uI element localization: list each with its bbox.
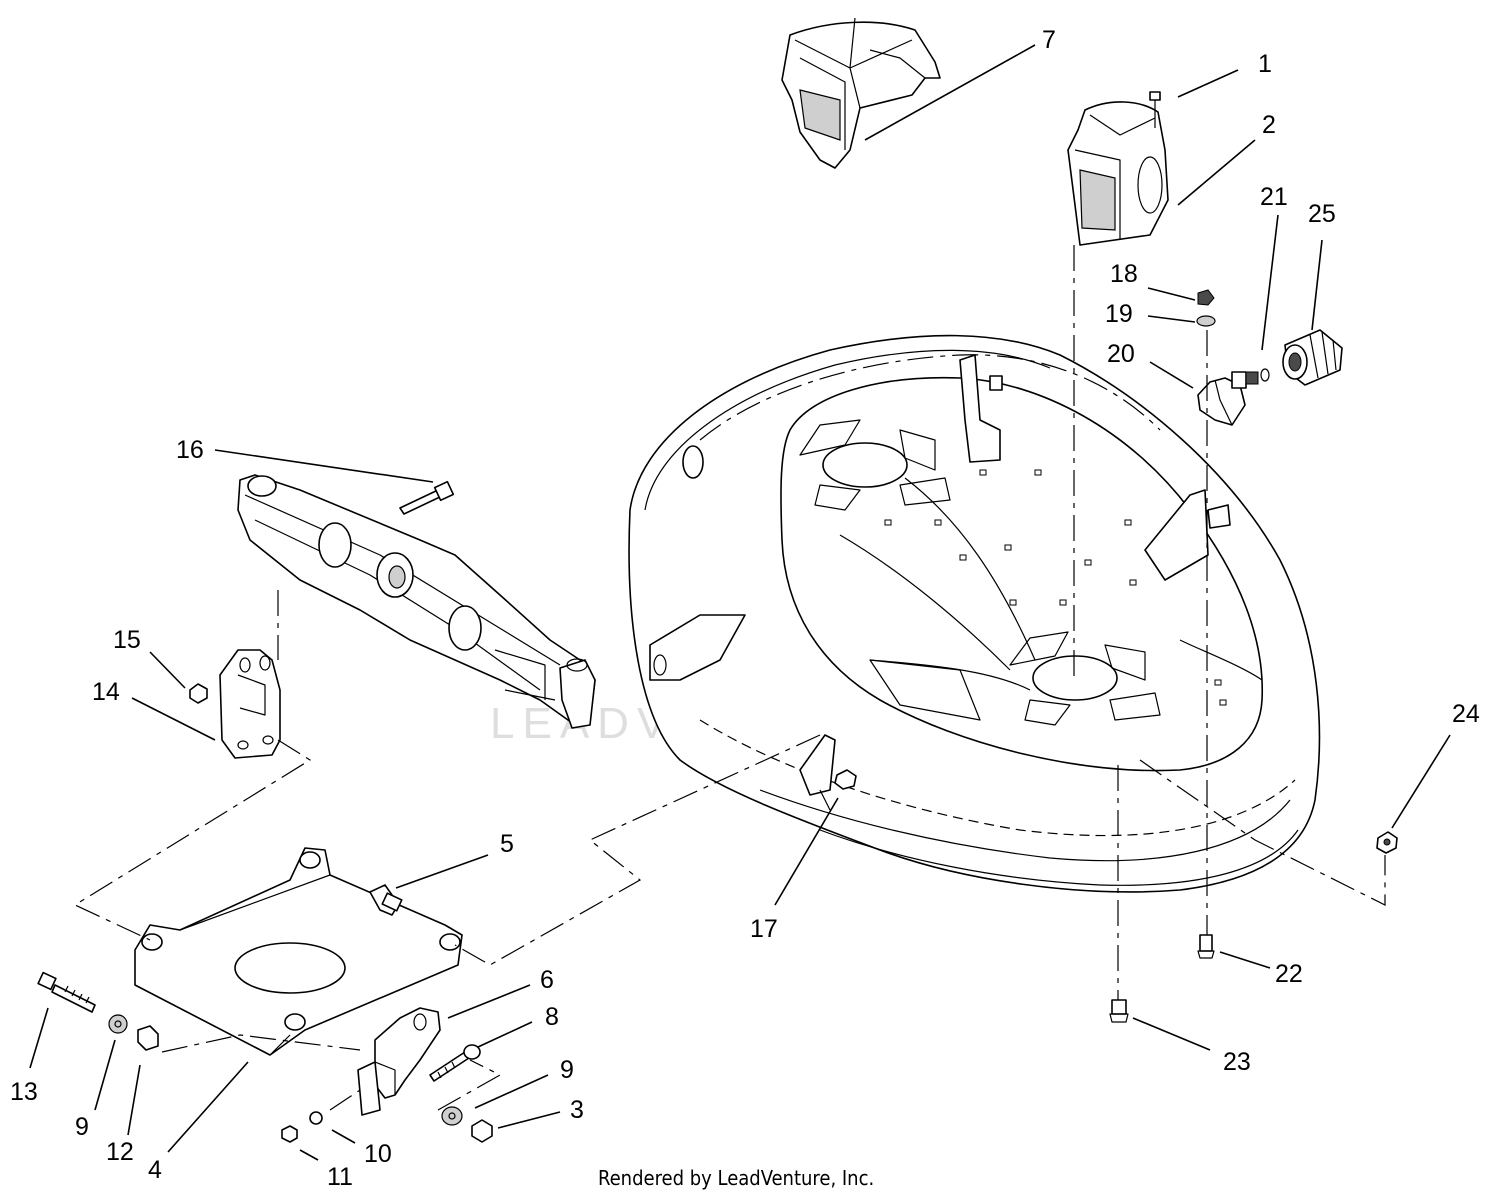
callout-7: 7 (1042, 26, 1056, 54)
part-15-nut (189, 683, 208, 704)
part-19-washer (1196, 315, 1216, 327)
callout-13: 13 (10, 1078, 38, 1106)
deck-holes (884, 439, 1227, 706)
callout-25: 25 (1308, 200, 1336, 228)
part-6-bracket (357, 1007, 441, 1116)
part-21-fitting (1245, 368, 1270, 385)
callout-labels: 1 2 3 4 5 6 7 8 9 9 10 11 12 13 14 15 16… (10, 26, 1480, 1191)
callout-15: 15 (113, 626, 141, 654)
callout-6: 6 (540, 966, 554, 994)
callout-18: 18 (1110, 260, 1138, 288)
assembly-lines (73, 245, 1386, 1111)
part-23-bolt (1109, 999, 1129, 1023)
callout-3: 3 (570, 1096, 584, 1124)
part-9-washer-right (441, 1106, 463, 1126)
part-9-washer-left (108, 1014, 128, 1034)
part-2-chute (1067, 101, 1169, 246)
leader-lines (29, 44, 1451, 1161)
part-10-washer (309, 1111, 323, 1125)
callout-16: 16 (176, 436, 204, 464)
part-24-nut (1376, 831, 1398, 854)
part-12-spacer (137, 1025, 159, 1051)
part-5-shoulder-bolt (369, 884, 403, 916)
part-18-nut (1197, 289, 1215, 306)
callout-11: 11 (327, 1163, 353, 1191)
callout-22: 22 (1275, 960, 1303, 988)
callout-19: 19 (1105, 300, 1133, 328)
render-credit: Rendered by LeadVenture, Inc. (598, 1166, 874, 1190)
part-14-bracket (219, 649, 281, 759)
callout-12: 12 (106, 1138, 134, 1166)
mower-deck (628, 334, 1321, 893)
part-8-adjustment-rod (429, 1044, 481, 1082)
part-16-bolt (399, 480, 455, 515)
callout-14: 14 (92, 678, 120, 706)
part-7-chute-deflector (781, 17, 941, 169)
callout-5: 5 (500, 830, 514, 858)
hanger-arm (237, 474, 596, 729)
callout-2: 2 (1262, 111, 1276, 139)
callout-17: 17 (750, 915, 778, 943)
callout-1: 1 (1258, 50, 1272, 78)
part-11-nut (281, 1125, 298, 1143)
part-3-nut (471, 1119, 493, 1143)
callout-21: 21 (1260, 183, 1288, 211)
part-20-wash-port-elbow (1197, 371, 1247, 426)
part-22-bolt (1197, 934, 1215, 959)
callout-8: 8 (545, 1003, 559, 1031)
callout-10: 10 (364, 1140, 392, 1168)
part-25-cap (1282, 329, 1343, 386)
part-1-screw (1149, 91, 1161, 128)
part-17-nut (834, 769, 857, 790)
callout-23: 23 (1223, 1048, 1251, 1076)
part-13-bolt (37, 971, 96, 1013)
callout-24: 24 (1452, 700, 1480, 728)
callout-9a: 9 (75, 1113, 89, 1141)
callout-4: 4 (148, 1156, 162, 1184)
callout-9b: 9 (560, 1056, 574, 1084)
callout-20: 20 (1107, 340, 1135, 368)
